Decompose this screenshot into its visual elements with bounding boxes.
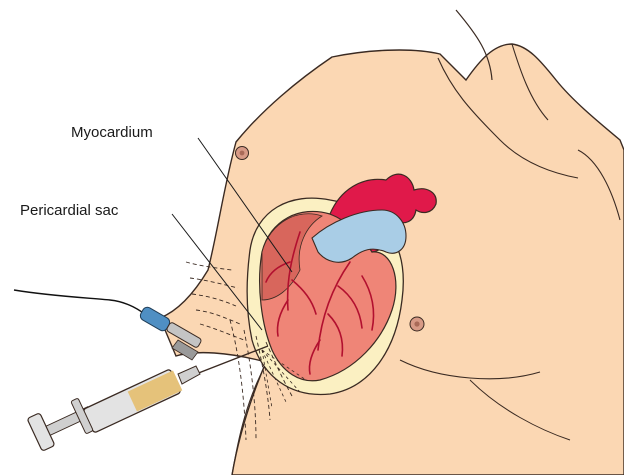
right-nipple-center	[414, 321, 419, 326]
label-pericardial-sac: Pericardial sac	[20, 202, 118, 220]
label-myocardium: Myocardium	[71, 124, 153, 142]
syringe-icon	[27, 366, 200, 451]
left-nipple-center	[240, 151, 245, 156]
ecg-wire	[14, 290, 150, 318]
